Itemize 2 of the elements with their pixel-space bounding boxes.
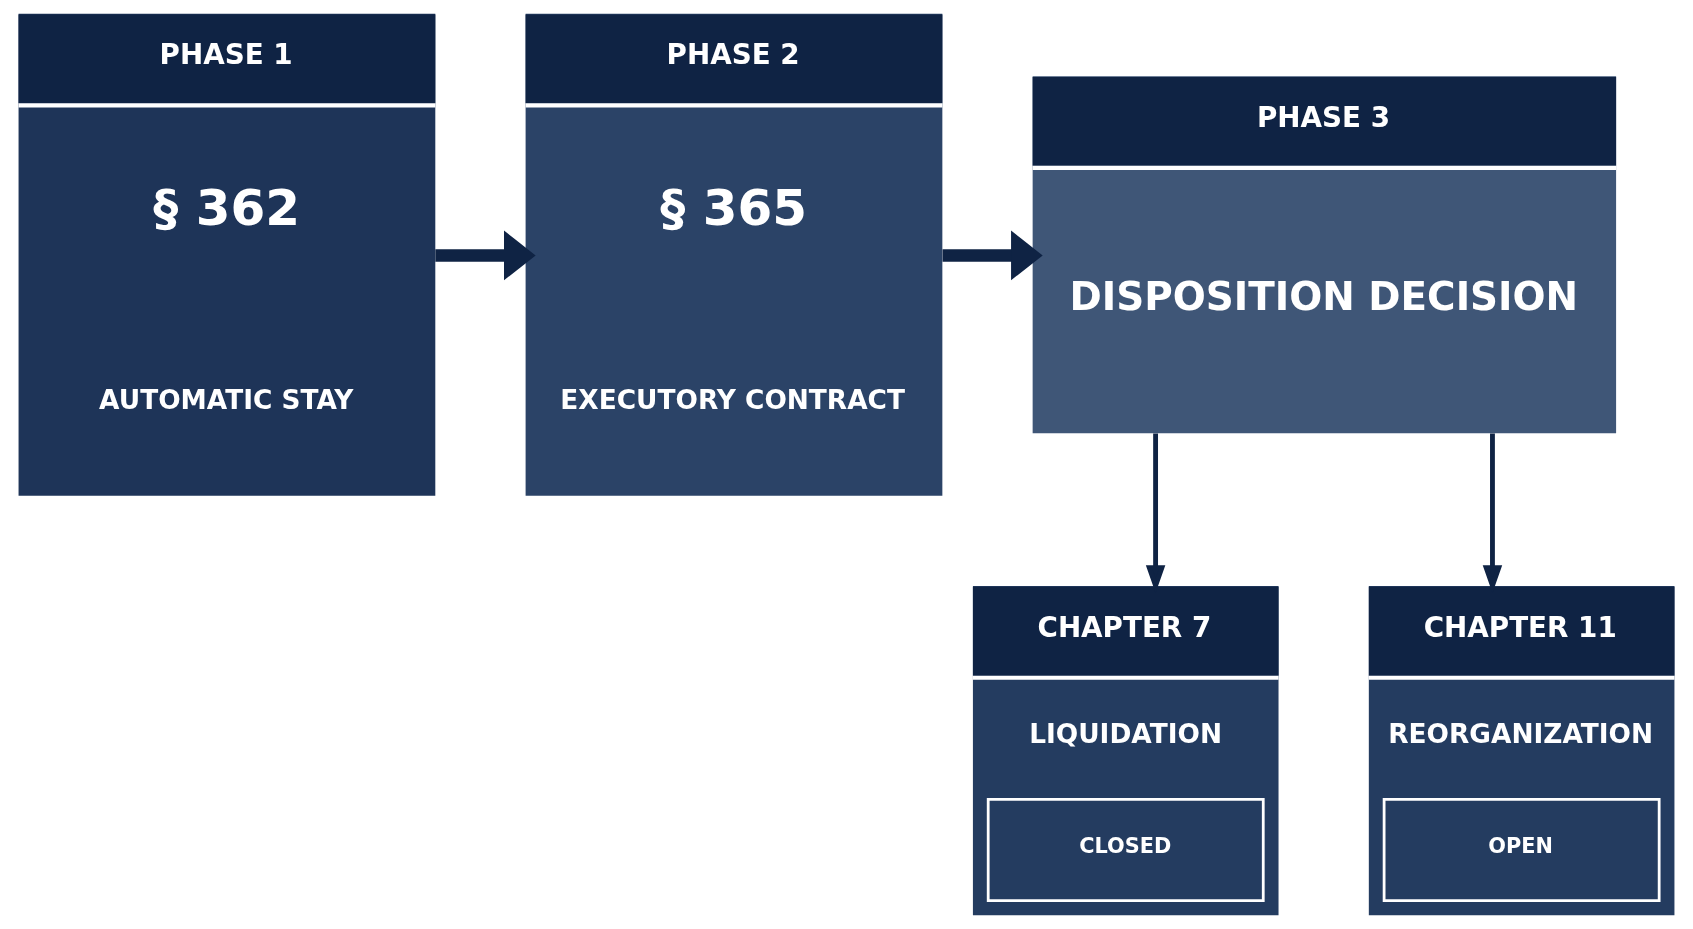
arrow [435,230,536,281]
arrow [942,230,1043,281]
